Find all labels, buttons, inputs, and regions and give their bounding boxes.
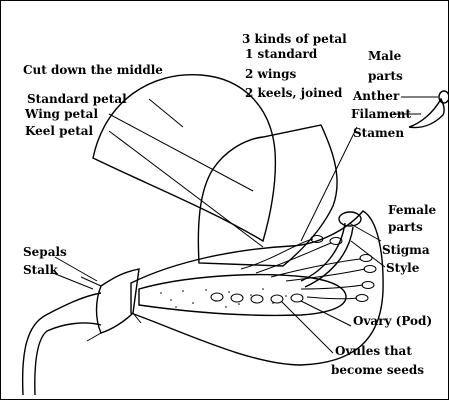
ovary-speckles: [160, 288, 287, 308]
calyx-shape: [97, 269, 140, 333]
separate-anther-shape: [439, 91, 448, 103]
label-filament: Filament: [351, 107, 411, 122]
label-standard-petal: Standard petal: [27, 92, 127, 107]
petal-kind-standard: 1 standard: [245, 47, 317, 62]
label-wing-petal: Wing petal: [25, 107, 98, 122]
label-stalk: Stalk: [23, 263, 58, 278]
label-anther: Anther: [353, 89, 399, 104]
label-sepals: Sepals: [23, 245, 67, 260]
label-stigma: Stigma: [382, 243, 430, 258]
style-shape: [301, 223, 353, 287]
label-style: Style: [386, 261, 419, 276]
female-heading-line2: parts: [388, 220, 423, 235]
label-keel-petal: Keel petal: [25, 124, 93, 139]
label-ovules-line1: Ovules that: [335, 344, 412, 359]
petal-heading: 3 kinds of petal: [242, 32, 347, 47]
wing-petal-shape: [198, 125, 337, 266]
separate-stamen-shape: [409, 99, 444, 128]
ovary-shape: [139, 275, 346, 316]
label-stamen: Stamen: [353, 126, 404, 141]
ovules: [211, 293, 303, 303]
female-heading-line1: Female: [388, 203, 436, 218]
male-heading-line1: Male: [368, 49, 401, 64]
male-heading-line2: parts: [368, 69, 403, 84]
label-ovules-line2: become seeds: [331, 363, 424, 378]
sepal-points: [81, 277, 141, 341]
petal-kind-wings: 2 wings: [245, 67, 296, 82]
petal-kind-keels: 2 keels, joined: [245, 86, 342, 101]
keel-petal-shape: [131, 211, 383, 365]
label-ovary: Ovary (Pod): [353, 314, 432, 329]
stalk-shape: [23, 293, 101, 395]
section-note: Cut down the middle: [23, 63, 163, 78]
